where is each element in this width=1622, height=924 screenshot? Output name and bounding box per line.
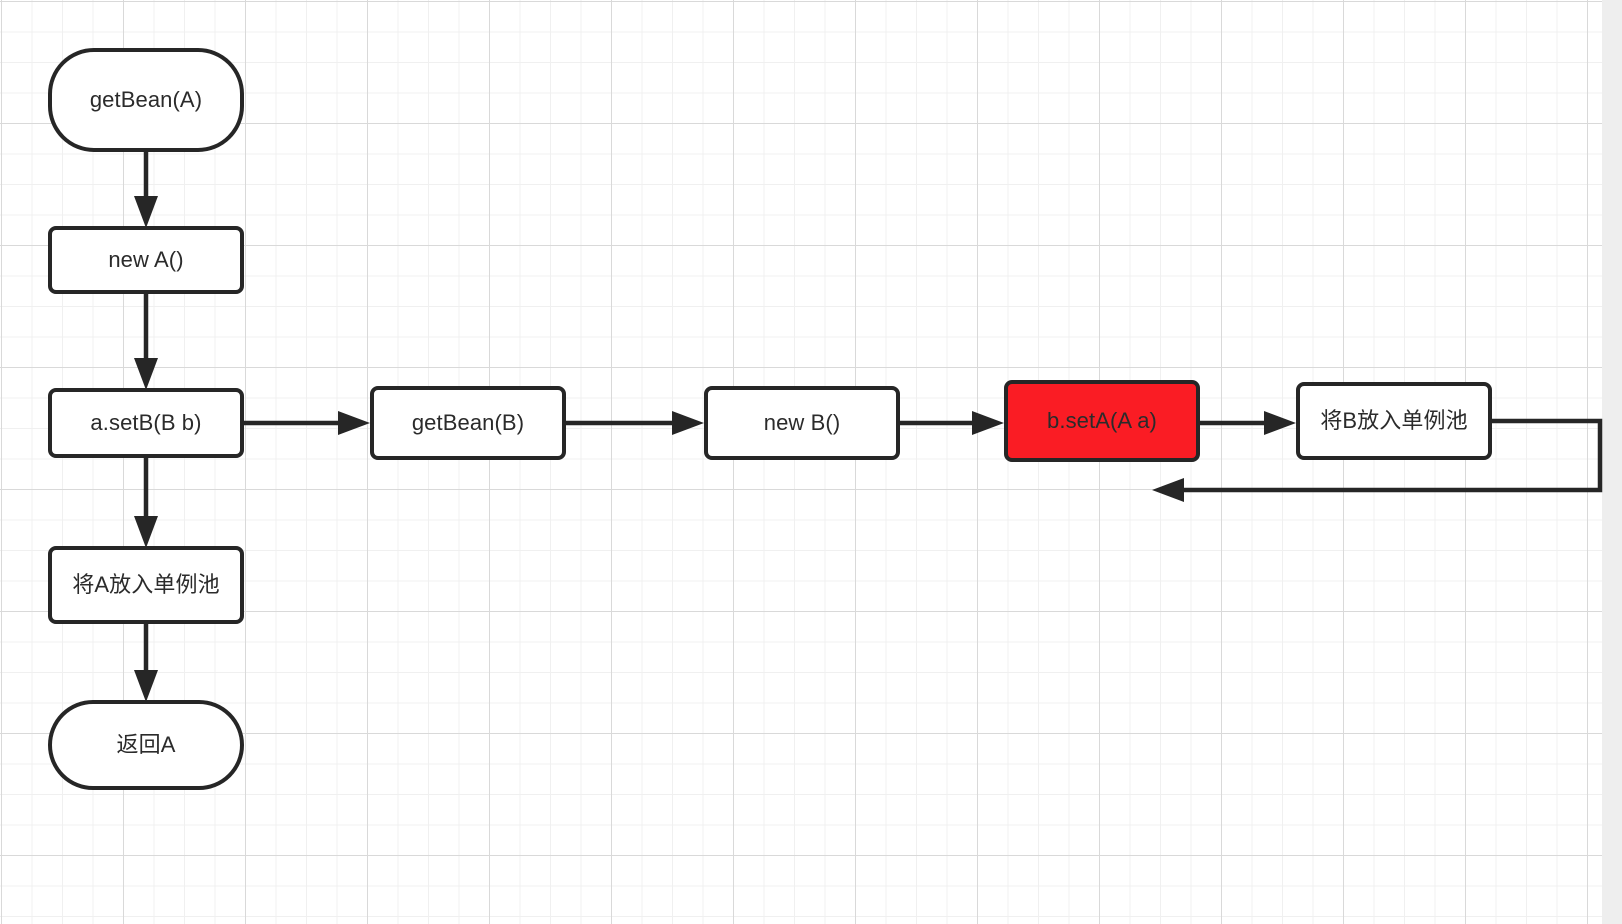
node-get-bean-b[interactable]: getBean(B) [370,386,566,460]
node-b-set-a[interactable]: b.setA(A a) [1004,380,1200,462]
node-a-set-b[interactable]: a.setB(B b) [48,388,244,458]
node-get-bean-a[interactable]: getBean(A) [48,48,244,152]
node-put-a-in-singleton-pool[interactable]: 将A放入单例池 [48,546,244,624]
canvas-right-gutter [1602,0,1622,924]
node-put-b-in-singleton-pool[interactable]: 将B放入单例池 [1296,382,1492,460]
node-new-b[interactable]: new B() [704,386,900,460]
node-new-a[interactable]: new A() [48,226,244,294]
node-return-a[interactable]: 返回A [48,700,244,790]
